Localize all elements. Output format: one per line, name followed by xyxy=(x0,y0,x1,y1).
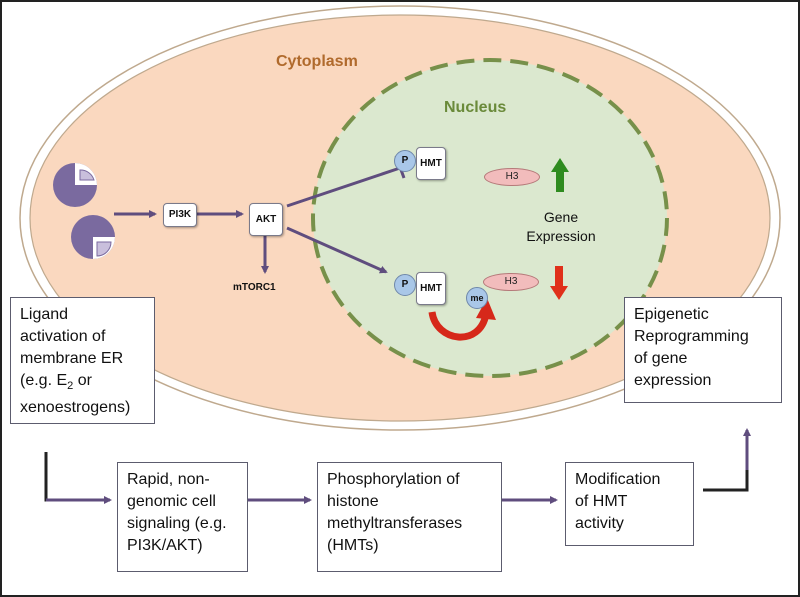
cytoplasm-label: Cytoplasm xyxy=(276,53,358,70)
methylation-arrowhead xyxy=(476,298,496,320)
modification-line3: activity xyxy=(575,515,624,532)
ligand-activation-box: Ligand activation of membrane ER (e.g. E… xyxy=(10,297,155,424)
ligand-line4-sub: 2 xyxy=(67,380,74,393)
up-arrow-icon xyxy=(551,158,569,192)
ligand-line1: Ligand xyxy=(20,306,69,323)
rapid-line2: genomic cell xyxy=(127,493,216,510)
phosphate-top-badge: P xyxy=(394,150,416,172)
epigenetic-line2: Reprogramming xyxy=(634,328,749,345)
down-arrow-icon xyxy=(550,266,568,300)
inhibit-akt-hmt xyxy=(286,166,401,208)
phospho-line3: methyltransferases xyxy=(327,515,463,532)
hmt-top-node: HMT xyxy=(416,147,446,180)
phospho-line1: Phosphorylation of xyxy=(327,471,460,488)
ligand-line5: xenoestrogens) xyxy=(20,399,131,417)
akt-node: AKT xyxy=(249,203,283,236)
nucleus xyxy=(311,58,669,378)
phospho-line4: (HMTs) xyxy=(327,537,379,554)
gene-expression-line2: Expression xyxy=(526,228,596,244)
rapid-line4: PI3K/AKT) xyxy=(127,537,203,554)
receptor-bottom-icon xyxy=(71,215,115,259)
ligand-line4-pre: (e.g. E xyxy=(20,372,68,389)
phosphorylation-box: Phosphorylation of histone methyltransfe… xyxy=(317,462,502,572)
rapid-signaling-box: Rapid, non- genomic cell signaling (e.g.… xyxy=(117,462,248,572)
epigenetic-line4: expression xyxy=(634,372,712,389)
mtorc1-label: mTORC1 xyxy=(233,282,276,293)
gene-expression-line1: Gene xyxy=(543,209,579,225)
ligand-line4-post: or xyxy=(73,372,92,389)
modification-line2: of HMT xyxy=(575,493,628,510)
epigenetic-line3: of gene xyxy=(634,350,688,367)
ligand-line3: membrane ER xyxy=(20,350,124,367)
rapid-line3: signaling (e.g. xyxy=(127,515,227,532)
phospho-line2: histone xyxy=(327,493,379,510)
rapid-line1: Rapid, non- xyxy=(127,471,210,488)
epigenetic-line1: Epigenetic xyxy=(634,306,709,323)
receptor-top-icon xyxy=(53,163,97,207)
histone-h3-bottom: H3 xyxy=(483,273,539,291)
ligand-line4: (e.g. E2 or xyxy=(20,370,145,397)
methylation-arrow xyxy=(428,311,490,341)
arrow-akt-hmt xyxy=(286,226,388,274)
hmt-bottom-node: HMT xyxy=(416,272,446,305)
gene-expression-label: Gene Expression xyxy=(521,208,601,246)
ligand-line2: activation of xyxy=(20,328,106,345)
pi3k-node: PI3K xyxy=(163,203,197,227)
phosphate-bottom-badge: P xyxy=(394,274,416,296)
methyl-badge: me xyxy=(466,287,488,309)
modification-line1: Modification xyxy=(575,471,661,488)
modification-box: Modification of HMT activity xyxy=(565,462,694,546)
epigenetic-box: Epigenetic Reprogramming of gene express… xyxy=(624,297,782,403)
nucleus-label: Nucleus xyxy=(444,99,507,116)
histone-h3-top: H3 xyxy=(484,168,540,186)
